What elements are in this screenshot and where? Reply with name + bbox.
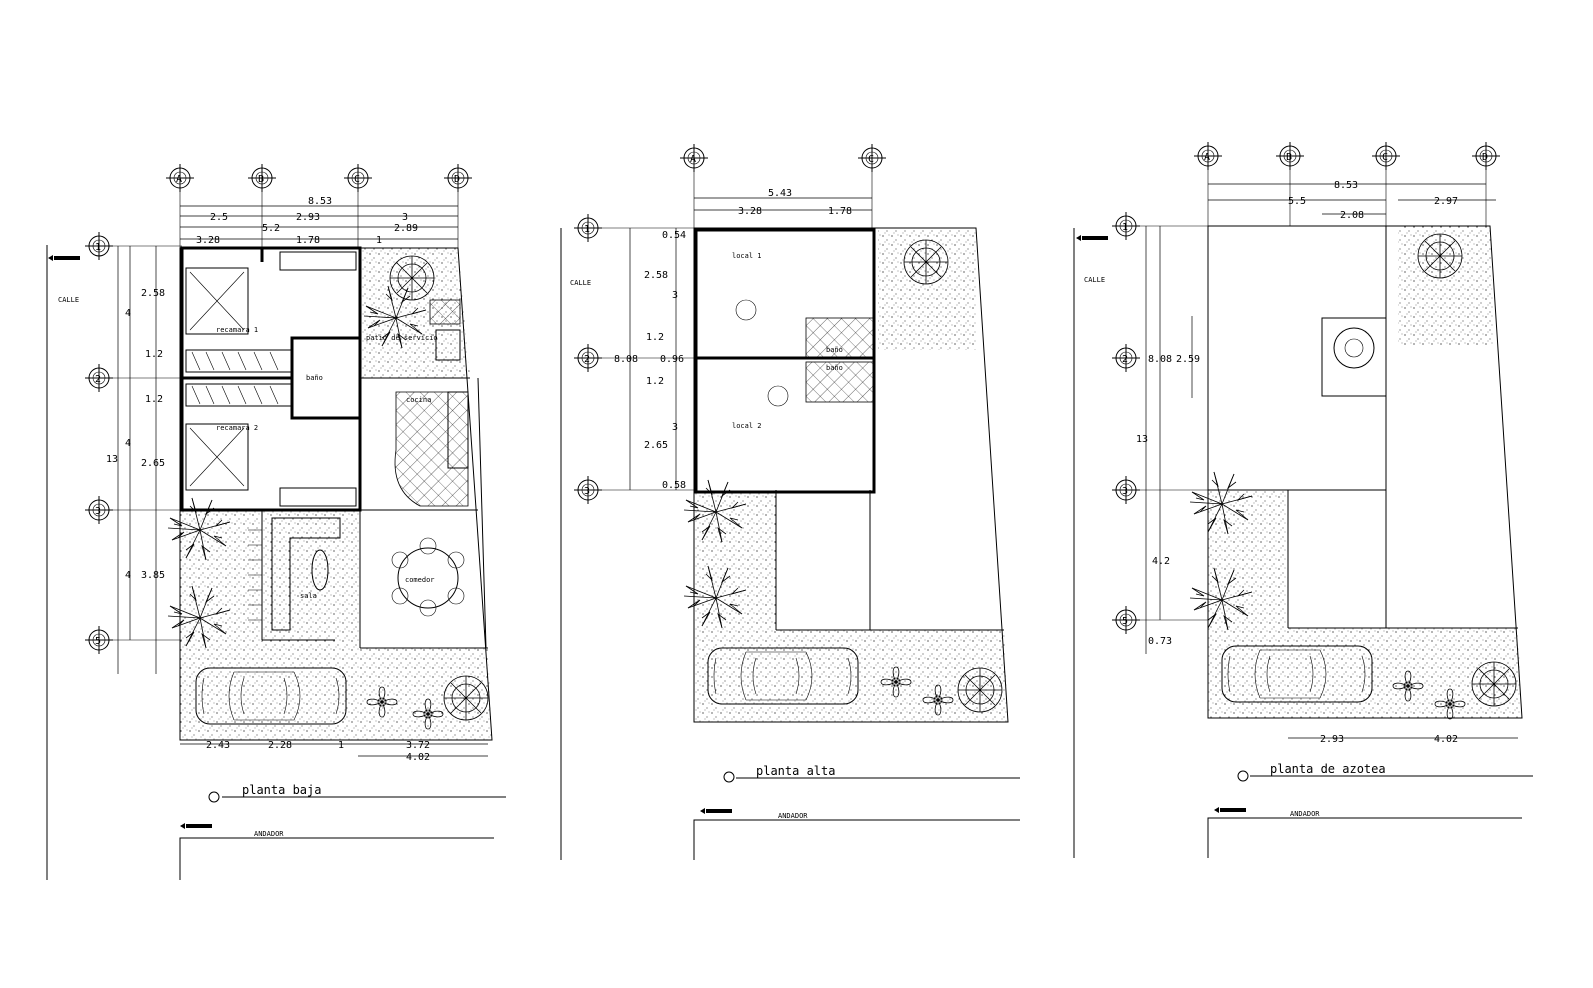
- dim-top-2: 2.08: [1340, 210, 1364, 221]
- axis-label-2: 2: [95, 374, 101, 385]
- plan-planta-de-azotea: CALLE A B C D 1 2 3 5: [1073, 141, 1533, 858]
- dim-top-total: 8.53: [1334, 180, 1358, 191]
- dim-top-1: 5.5: [1288, 196, 1306, 207]
- axis-label-5: 5: [1122, 616, 1128, 627]
- axis-label-3: 3: [95, 506, 101, 517]
- dim-top-total: 8.53: [308, 196, 332, 207]
- dim-top-span: 5.2: [262, 223, 280, 234]
- walkway-label: ANDADOR: [1290, 810, 1320, 818]
- dim-left-4: 2.65: [141, 458, 165, 469]
- dim-left-8: 0.96: [660, 354, 684, 365]
- dim-bottom-2: 4.02: [1434, 734, 1458, 745]
- dim-left-1: 2.58: [141, 288, 165, 299]
- dim-top-a-b: 2.5: [210, 212, 228, 223]
- axis-label-b: B: [258, 174, 264, 185]
- dim-top-total: 5.43: [768, 188, 792, 199]
- dim-left-5: 2.65: [644, 440, 668, 451]
- room-label-bano-2: baño: [826, 364, 843, 372]
- dim-top-b-c: 2.93: [296, 212, 320, 223]
- walkway-label: ANDADOR: [254, 830, 284, 838]
- street-label: CALLE: [58, 296, 79, 304]
- axis-label-1: 1: [95, 242, 101, 253]
- dim-bottom-4: 3.72: [406, 740, 430, 751]
- dim-left-4: 0.73: [1148, 636, 1172, 647]
- dim-top-3: 2.97: [1434, 196, 1458, 207]
- axis-label-b: B: [1286, 152, 1292, 163]
- dim-top-2: 1.78: [828, 206, 852, 217]
- street-label: CALLE: [570, 279, 591, 287]
- dim-left-3: 1.2: [145, 394, 163, 405]
- axis-label-5: 5: [95, 636, 101, 647]
- axis-label-a: A: [1204, 152, 1210, 163]
- dim-left-3: 4.2: [1152, 556, 1170, 567]
- room-label-recamara-1: recamara 1: [216, 326, 258, 334]
- room-label-bano-1: baño: [826, 346, 843, 354]
- room-label-sala: sala: [300, 592, 317, 600]
- room-label-recamara-2: recamara 2: [216, 424, 258, 432]
- plan-planta-baja: CALLE: [46, 163, 506, 880]
- axis-label-d: D: [454, 174, 460, 185]
- dim-left-4: 1.2: [646, 376, 664, 387]
- dim-top-c-d: 3: [402, 212, 408, 223]
- axis-label-c: C: [1382, 152, 1388, 163]
- walkway-label: ANDADOR: [778, 812, 808, 820]
- dim-top-c-d-2: 2.89: [394, 223, 418, 234]
- dim-left-5: 3.85: [141, 570, 165, 581]
- dim-left-2: 2.59: [1176, 354, 1200, 365]
- room-label-local-1: local 1: [732, 252, 762, 260]
- dim-left-2: 1.2: [145, 349, 163, 360]
- axis-label-c: C: [868, 154, 874, 165]
- axis-label-2: 2: [584, 354, 590, 365]
- axis-label-c: C: [354, 174, 360, 185]
- room-label-cocina: cocina: [406, 396, 431, 404]
- dim-left-6: 0.58: [662, 480, 686, 491]
- dim-left-7: 3: [672, 290, 678, 301]
- axis-label-d: D: [1482, 152, 1488, 163]
- room-label-bano: baño: [306, 374, 323, 382]
- dim-left-total: 13: [1136, 434, 1148, 445]
- dim-top-bath: 1.78: [296, 235, 320, 246]
- dim-left-total: 8.08: [614, 354, 638, 365]
- dim-left-2: 2.58: [644, 270, 668, 281]
- dim-bottom-2: 2.28: [268, 740, 292, 751]
- dim-left-7: 4: [125, 438, 131, 449]
- street-label: CALLE: [1084, 276, 1105, 284]
- dim-left-8: 4: [125, 570, 131, 581]
- axis-label-1: 1: [584, 224, 590, 235]
- axis-label-3: 3: [1122, 486, 1128, 497]
- plan-title: planta de azotea: [1270, 762, 1386, 776]
- dim-left-1: 0.54: [662, 230, 686, 241]
- dim-top-1: 3.28: [738, 206, 762, 217]
- room-label-patio-servicio: patio de servicio: [366, 334, 438, 342]
- dim-left-3: 1.2: [646, 332, 664, 343]
- axis-label-2: 2: [1122, 354, 1128, 365]
- room-label-comedor: comedor: [405, 576, 435, 584]
- dim-left-1: 8.08: [1148, 354, 1172, 365]
- dim-top-rooms: 3.28: [196, 235, 220, 246]
- dim-left-total: 13: [106, 454, 118, 465]
- dim-left-9: 3: [672, 422, 678, 433]
- plan-title: planta baja: [242, 783, 321, 797]
- dim-bottom-1: 2.43: [206, 740, 230, 751]
- dim-bottom-1: 2.93: [1320, 734, 1344, 745]
- dim-bottom-5: 4.02: [406, 752, 430, 763]
- plan-planta-alta: CALLE local 1 local 2 baño baño A C 1 2 …: [560, 143, 1020, 860]
- dim-bottom-3: 1: [338, 740, 344, 751]
- dim-left-6: 4: [125, 308, 131, 319]
- axis-label-a: A: [176, 174, 182, 185]
- axis-label-1: 1: [1122, 222, 1128, 233]
- plan-title: planta alta: [756, 764, 835, 778]
- dim-top-hall: 1: [376, 235, 382, 246]
- axis-label-3: 3: [584, 486, 590, 497]
- room-label-local-2: local 2: [732, 422, 762, 430]
- axis-label-a: A: [690, 154, 696, 165]
